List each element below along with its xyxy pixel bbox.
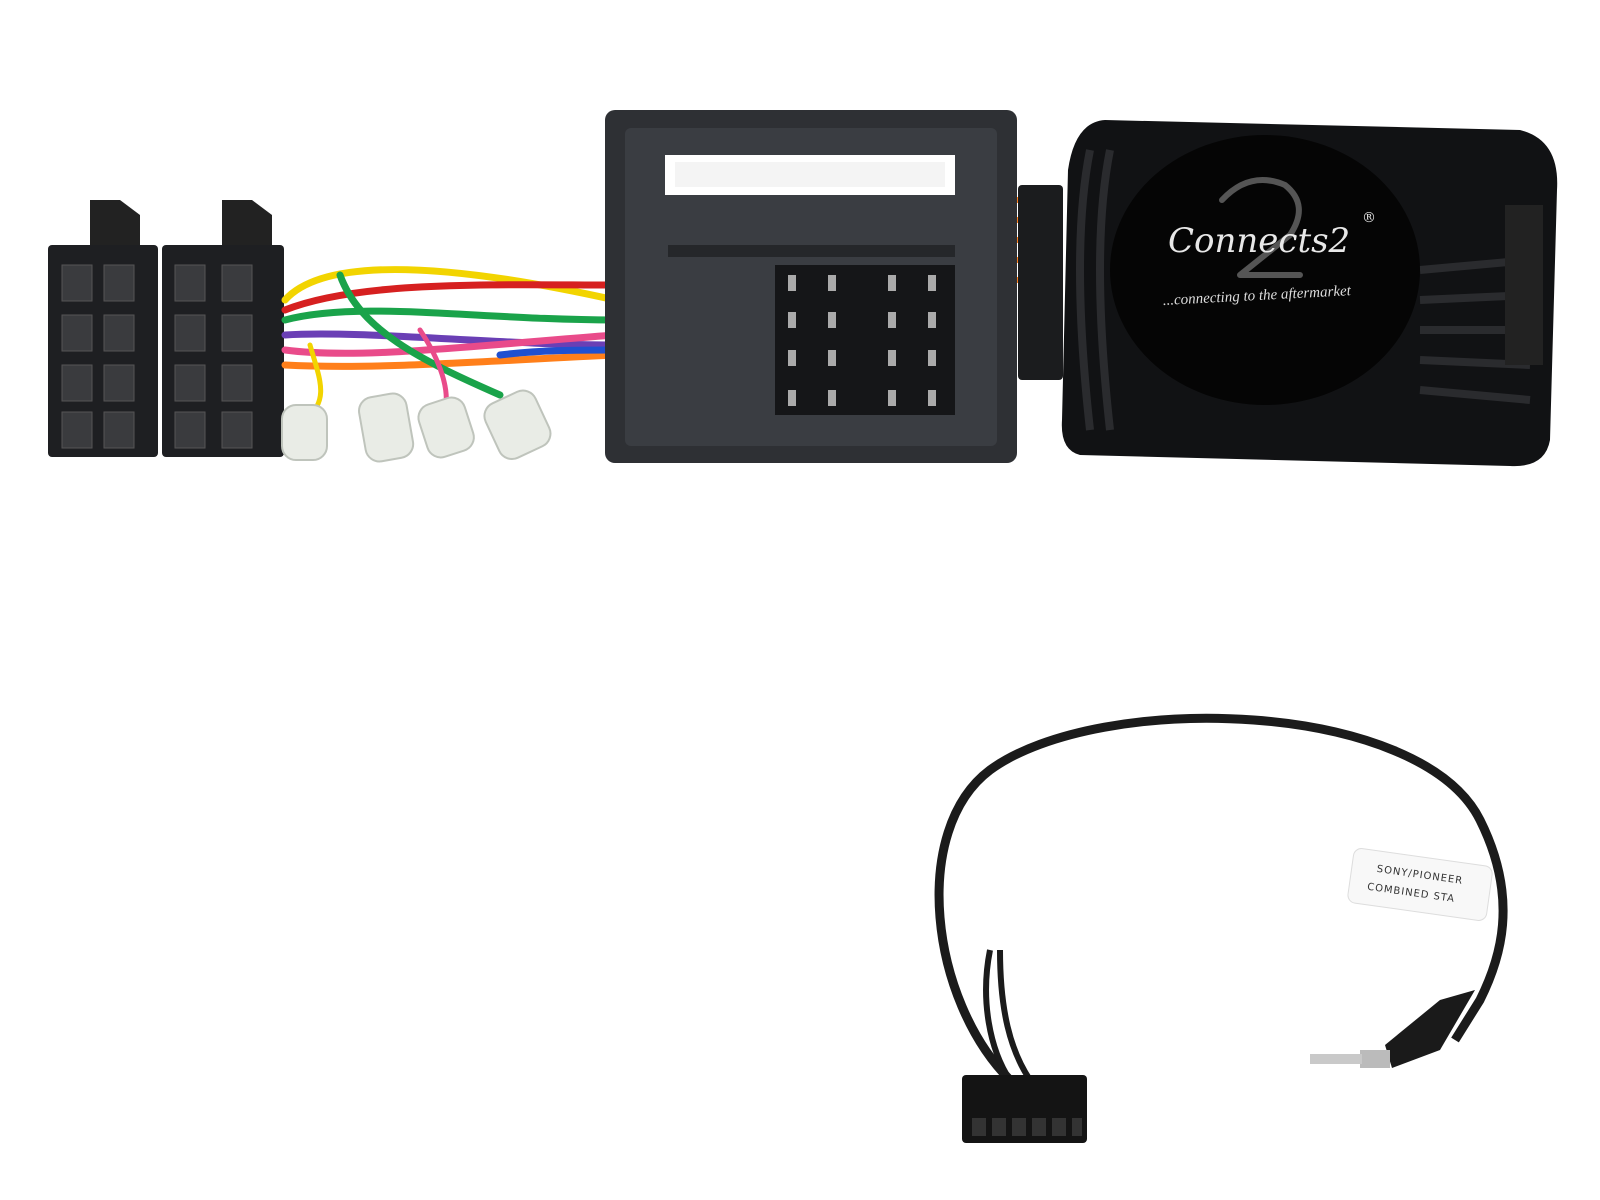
module-input-connector: [1018, 185, 1063, 380]
quadlock-connector: [605, 110, 1017, 463]
logo-2-shape: [1219, 177, 1303, 278]
iso-connector-left: [48, 200, 158, 457]
stalk-cable: SONY/PIONEER COMBINED STA: [934, 713, 1508, 1143]
bullet-connectors: [281, 389, 552, 463]
interface-module: Connects2 ® ...connecting to the afterma…: [1061, 120, 1558, 467]
registered-mark: ®: [1362, 210, 1376, 226]
iso-connector-right: [162, 200, 284, 457]
jack-plug: [1360, 1050, 1390, 1068]
brand-logo: Connects2: [1168, 221, 1350, 261]
quadlock-pins: [788, 275, 936, 406]
